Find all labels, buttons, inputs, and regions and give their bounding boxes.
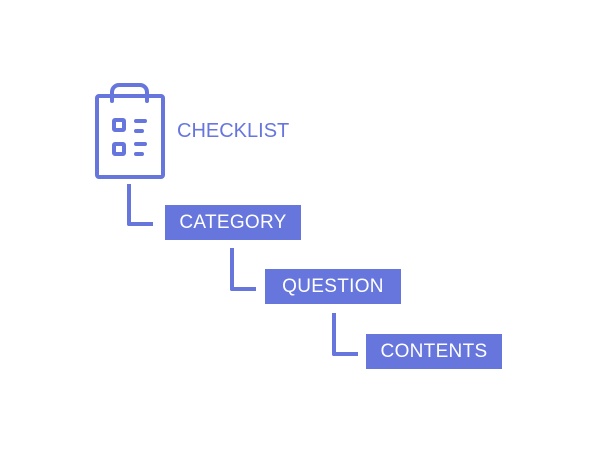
connector-line [127, 184, 153, 226]
clipboard-checklist-icon [95, 83, 165, 179]
category-box: CATEGORY [165, 205, 301, 240]
checklist-label: CHECKLIST [177, 120, 290, 142]
question-box: QUESTION [265, 269, 401, 304]
connector-line [230, 248, 256, 291]
connector-line [332, 313, 358, 356]
contents-box: CONTENTS [366, 334, 502, 369]
